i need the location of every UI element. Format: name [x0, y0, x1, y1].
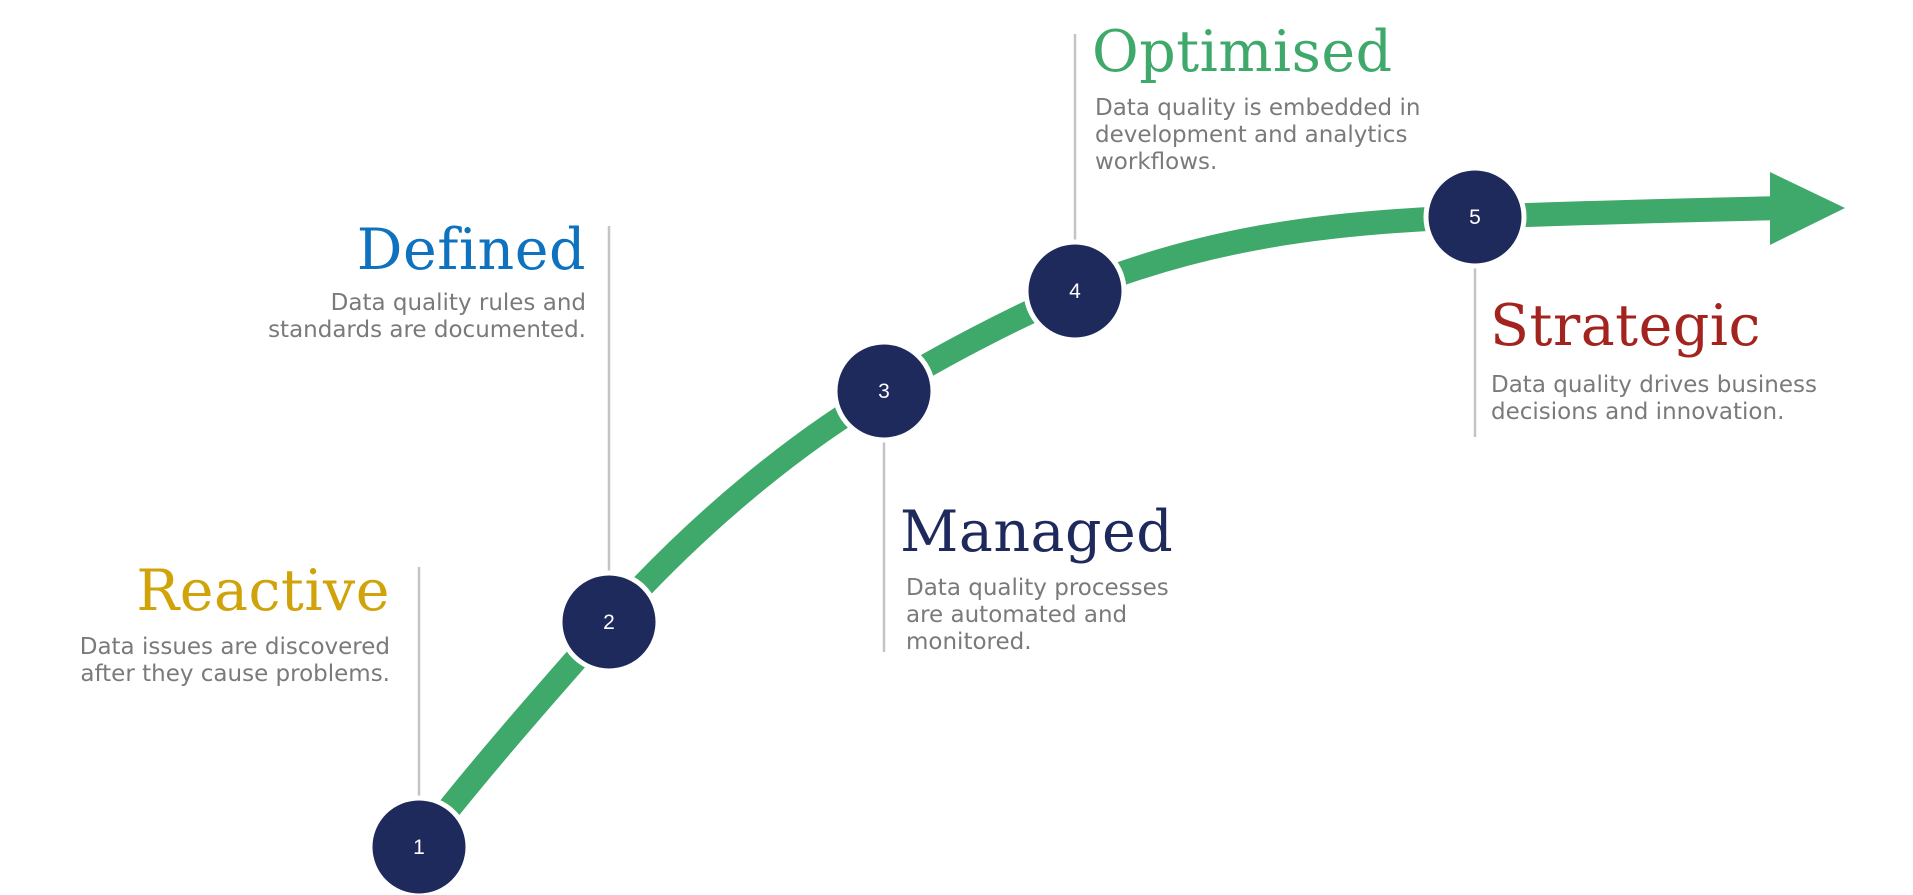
- stage-node-1: 1: [367, 795, 471, 895]
- stage-node-number: 4: [1069, 280, 1081, 303]
- stage-node-5: 5: [1423, 165, 1527, 269]
- stage-description-strategic: Data quality drives business decisions a…: [1491, 372, 1817, 425]
- stage-title-managed: Managed: [900, 499, 1174, 565]
- stage-title-optimised: Optimised: [1092, 19, 1393, 85]
- stage-node-2: 2: [557, 570, 661, 674]
- arrow-head-icon: [1770, 172, 1845, 245]
- stage-title-reactive: Reactive: [136, 558, 390, 624]
- stage-node-number: 3: [878, 380, 890, 403]
- stage-title-defined: Defined: [356, 217, 586, 283]
- stage-description-optimised: Data quality is embedded in development …: [1095, 95, 1421, 175]
- stage-description-reactive: Data issues are discovered after they ca…: [79, 634, 390, 687]
- stage-description-managed: Data quality processes are automated and…: [906, 575, 1169, 655]
- stage-description-defined: Data quality rules and standards are doc…: [268, 290, 586, 343]
- stage-node-number: 2: [603, 611, 615, 634]
- stage-node-number: 5: [1469, 206, 1481, 229]
- stage-node-3: 3: [832, 339, 936, 443]
- stage-title-strategic: Strategic: [1490, 293, 1761, 359]
- stage-node-4: 4: [1023, 239, 1127, 343]
- stage-node-number: 1: [413, 836, 425, 859]
